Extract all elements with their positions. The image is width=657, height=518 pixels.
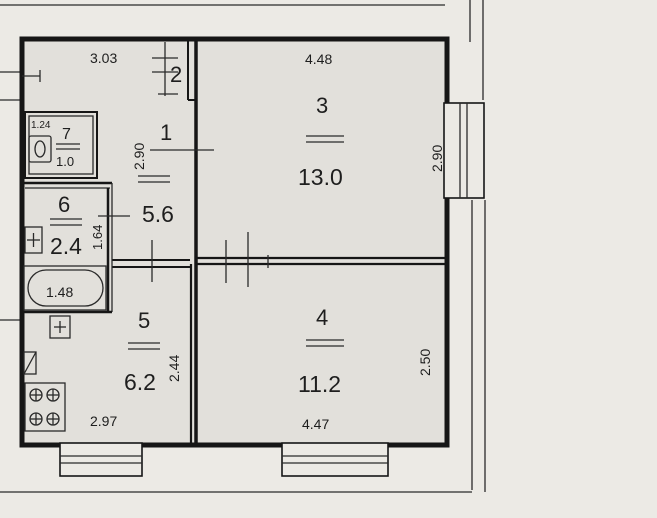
bathtub-icon: [23, 265, 107, 311]
dim-room1-height: 2.90: [131, 143, 147, 170]
room-2-number: 2: [170, 62, 182, 87]
room-7-area: 1.0: [56, 154, 74, 169]
dim-kitchen-height: 2.44: [166, 355, 182, 382]
dim-room4-width: 4.47: [302, 416, 329, 432]
room-1-number: 1: [160, 120, 172, 145]
room-6-number: 6: [58, 192, 70, 217]
dim-bath-width: 1.48: [46, 284, 73, 300]
window-right: [443, 102, 485, 199]
stove-icon: [24, 382, 66, 432]
dim-room3-width: 4.48: [305, 51, 332, 67]
dim-bath-height: 1.64: [90, 225, 105, 250]
room-4-number: 4: [316, 305, 328, 330]
sink-icon: [24, 226, 43, 254]
dim-wc-width: 1.24: [31, 120, 51, 131]
window-bottom-right: [281, 442, 389, 477]
room-6-area: 2.4: [50, 233, 82, 259]
vent-icon: [23, 351, 37, 375]
room-3-number: 3: [316, 93, 328, 118]
dim-room3-height: 2.90: [429, 145, 445, 172]
dim-corridor-width: 3.03: [90, 50, 117, 66]
room-1-area: 5.6: [142, 201, 174, 227]
toilet-icon: [28, 135, 52, 163]
adjacent-walls: [0, 0, 486, 493]
window-bottom-left: [59, 442, 143, 477]
room-4-area: 11.2: [298, 371, 341, 397]
dim-room4-height: 2.50: [417, 349, 433, 376]
kitchen-sink-icon: [49, 315, 71, 339]
room-5-area: 6.2: [124, 369, 156, 395]
room-3-area: 13.0: [298, 164, 343, 190]
area-separators: [50, 135, 344, 350]
room-5-number: 5: [138, 308, 150, 333]
outer-wall: [19, 36, 450, 448]
dim-kitchen-width: 2.97: [90, 413, 117, 429]
room-7-number: 7: [62, 126, 71, 143]
room-fills: [23, 40, 447, 445]
